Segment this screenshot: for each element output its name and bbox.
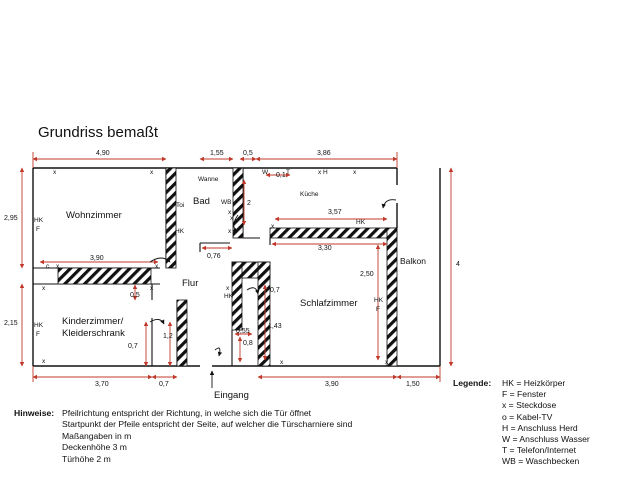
legend-entry: x = Steckdose bbox=[502, 400, 557, 411]
f-mark: F bbox=[376, 306, 380, 313]
hk-mark: HK bbox=[356, 219, 366, 226]
x-mark: x bbox=[271, 223, 275, 230]
x-mark: x bbox=[228, 209, 232, 216]
x-mark: x bbox=[42, 285, 46, 292]
dim-label: 0,7 bbox=[128, 343, 138, 350]
x-mark: x bbox=[228, 228, 232, 235]
x-mark: x bbox=[150, 169, 154, 176]
note-line: Pfeilrichtung entspricht der Richtung, i… bbox=[62, 408, 312, 418]
hk-mark: HK bbox=[224, 293, 234, 300]
x-mark: x bbox=[230, 215, 234, 222]
dim-label: 2,15 bbox=[4, 320, 18, 327]
dim-label: 0,55 bbox=[236, 328, 250, 335]
dimension-labels: 4,90 1,55 0,5 3,86 2,95 2,15 4 3,70 0,7 … bbox=[4, 150, 460, 388]
dim-label: 2 bbox=[247, 200, 251, 207]
room-wanne: Wanne bbox=[198, 176, 219, 183]
dim-label: 0,76 bbox=[207, 253, 221, 260]
x-mark: x bbox=[155, 263, 159, 270]
fixture-marks: HK F HK F HK Toi WB HK HK HK F W T x H c… bbox=[34, 169, 389, 366]
room-kueche: Küche bbox=[300, 191, 319, 198]
toi-mark: Toi bbox=[176, 202, 184, 209]
f-mark: F bbox=[36, 226, 40, 233]
note-line: Startpunkt der Pfeile entspricht der Sei… bbox=[62, 419, 353, 430]
note-line: Maßangaben in m bbox=[62, 430, 132, 441]
x-mark: x bbox=[42, 358, 46, 365]
page-title: Grundriss bemaßt bbox=[38, 124, 159, 141]
dim-label: 4 bbox=[456, 261, 460, 268]
notes-label: Hinweise: bbox=[14, 408, 55, 418]
dim-label: 0,7 bbox=[159, 381, 169, 388]
legend-entry: o = Kabel-TV bbox=[502, 411, 553, 422]
dim-label: 3,86 bbox=[317, 150, 331, 157]
hk-mark: HK bbox=[34, 217, 44, 224]
dim-label: 0,7 bbox=[270, 287, 280, 294]
x-mark: x bbox=[53, 169, 57, 176]
legend-entry: WB = Waschbecken bbox=[502, 456, 580, 467]
x-mark: x bbox=[385, 359, 389, 366]
wb-mark: WB bbox=[221, 199, 231, 206]
dim-label: 3,57 bbox=[328, 209, 342, 216]
dim-label: 0,8 bbox=[243, 340, 253, 347]
room-eingang: Eingang bbox=[214, 390, 249, 401]
dim-label: 0,5 bbox=[130, 292, 140, 299]
hk-mark: HK bbox=[34, 322, 44, 329]
dim-label: 0,5 bbox=[243, 150, 253, 157]
room-bad: Bad bbox=[193, 196, 210, 207]
legend-entry: HK = Heizkörper bbox=[502, 378, 566, 388]
legend-entry: T = Telefon/Internet bbox=[502, 445, 576, 456]
dim-label: 1,2 bbox=[163, 333, 173, 340]
dim-label: 0,1 bbox=[276, 172, 286, 179]
dim-label: 2,50 bbox=[360, 271, 374, 278]
room-balkon: Balkon bbox=[400, 256, 426, 266]
room-kinderzimmer: Kinderzimmer/ bbox=[62, 316, 124, 327]
x-mark: x bbox=[353, 169, 357, 176]
door-arrows bbox=[149, 199, 397, 388]
dimension-lines bbox=[19, 152, 454, 382]
dim-label: 3,30 bbox=[318, 245, 332, 252]
room-flur: Flur bbox=[182, 278, 198, 289]
xh-mark: x H bbox=[318, 169, 328, 176]
x-mark: x bbox=[150, 285, 154, 292]
note-line: Türhöhe 2 m bbox=[62, 453, 111, 464]
legend-entry: H = Anschluss Herd bbox=[502, 422, 578, 433]
t-mark: T bbox=[286, 169, 290, 176]
dim-label: 3,70 bbox=[95, 381, 109, 388]
hk-mark: HK bbox=[175, 228, 185, 235]
dim-label: 4,90 bbox=[96, 150, 110, 157]
hk-mark: HK bbox=[374, 297, 384, 304]
dim-label: 1,50 bbox=[406, 381, 420, 388]
dim-label: 3,90 bbox=[325, 381, 339, 388]
x-mark: x bbox=[56, 263, 60, 270]
room-labels: Wohnzimmer Bad Wanne Küche Balkon Flur S… bbox=[62, 176, 426, 401]
dim-label: 3,90 bbox=[90, 255, 104, 262]
room-kleiderschrank: Kleiderschrank bbox=[62, 328, 125, 339]
x-mark: x bbox=[280, 359, 284, 366]
room-wohnzimmer: Wohnzimmer bbox=[66, 210, 122, 221]
dim-label: 2,95 bbox=[4, 215, 18, 222]
legend-entry: W = Anschluss Wasser bbox=[502, 434, 590, 444]
w-mark: W bbox=[262, 169, 269, 176]
c-mark: c bbox=[46, 263, 50, 270]
dim-label: 1,43 bbox=[268, 323, 282, 330]
f-mark: F bbox=[36, 331, 40, 338]
room-schlafzimmer: Schlafzimmer bbox=[300, 298, 358, 309]
dim-label: 1,55 bbox=[210, 150, 224, 157]
legend-label: Legende: bbox=[453, 378, 492, 388]
note-line: Deckenhöhe 3 m bbox=[62, 442, 127, 453]
x-mark: x bbox=[226, 285, 230, 292]
legend-entry: F = Fenster bbox=[502, 389, 547, 400]
